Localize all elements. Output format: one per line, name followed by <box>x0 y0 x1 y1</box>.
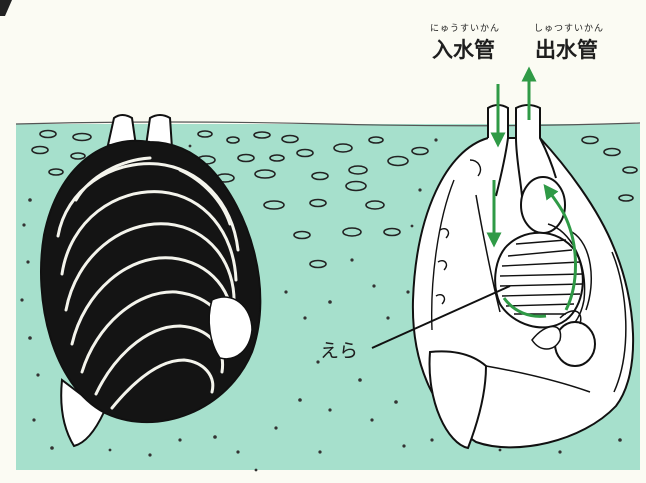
gill-body <box>495 233 583 328</box>
outlet-ruby: しゅつすいかん <box>534 21 604 34</box>
corner-mark <box>0 0 12 16</box>
organ-lower <box>555 322 595 366</box>
inlet-siphon-label: 入水管 <box>432 34 495 64</box>
outlet-siphon-label: 出水管 <box>535 34 598 64</box>
inlet-ruby: にゅうすいかん <box>430 21 500 34</box>
gill-label: えら <box>320 336 358 363</box>
